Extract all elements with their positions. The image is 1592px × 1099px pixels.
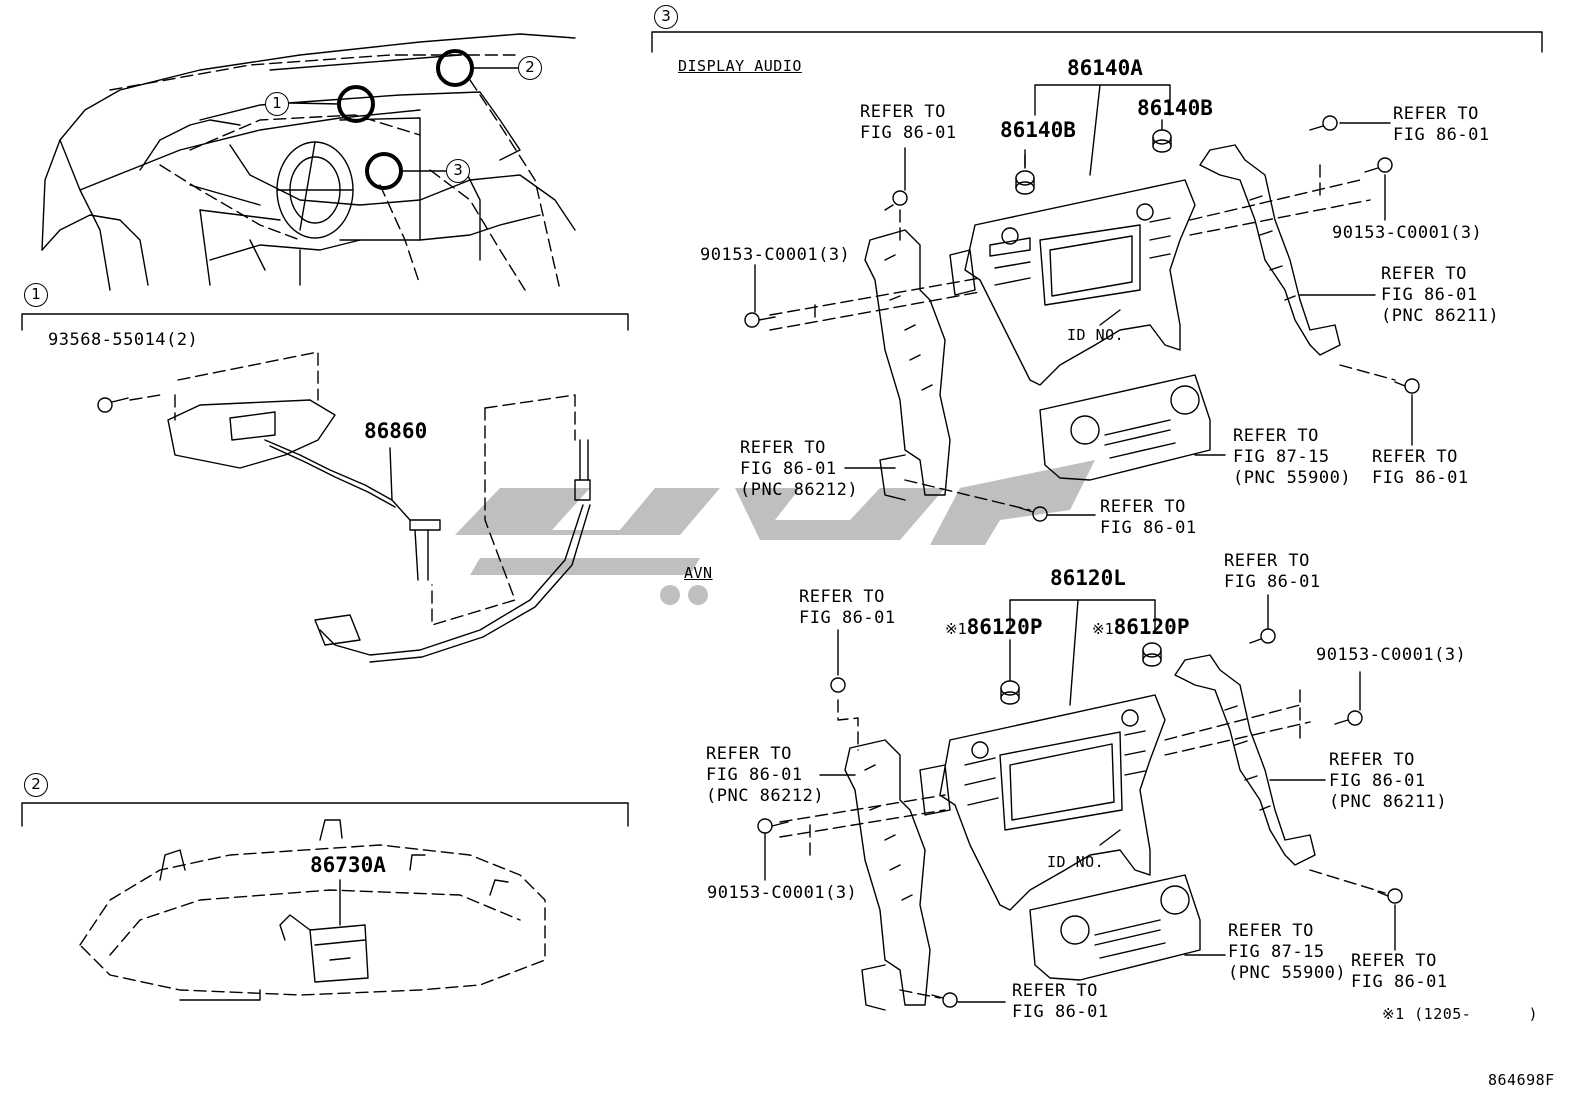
da-refer-screw-bottom: REFER TO FIG 86-01: [1100, 497, 1197, 538]
part-label-86860: 86860: [364, 419, 428, 443]
part-label-86730a: 86730A: [310, 853, 386, 877]
da-refer-bracket-left: REFER TO FIG 86-01 (PNC 86212): [740, 438, 859, 500]
callout-1: 1: [265, 92, 289, 116]
da-refer-climate: REFER TO FIG 87-15 (PNC 55900): [1233, 426, 1352, 488]
section2-frame: [21, 802, 629, 827]
avn-footnote: ※1 (1205- ): [1382, 1005, 1539, 1023]
avn-refer-screw-bottom-right: REFER TO FIG 86-01: [1351, 951, 1448, 992]
avn-refer-bracket-left: REFER TO FIG 86-01 (PNC 86212): [706, 744, 825, 806]
section1-marker: 1: [24, 283, 48, 307]
avn-refer-bracket-right: REFER TO FIG 86-01 (PNC 86211): [1329, 750, 1448, 812]
da-refer-bracket-right: REFER TO FIG 86-01 (PNC 86211): [1381, 264, 1500, 326]
section3-marker: 3: [654, 5, 678, 29]
section1-drawing: [97, 351, 591, 663]
section3-frame: [651, 31, 1543, 53]
section2-drawing: [79, 819, 546, 1001]
part-label-86140a: 86140A: [1067, 56, 1143, 80]
diagram-code: 864698F: [1488, 1071, 1555, 1089]
display-audio-heading: DISPLAY AUDIO: [678, 57, 802, 75]
part-label-86120p-left: ※186120P: [945, 615, 1043, 639]
part-label-86120l: 86120L: [1050, 566, 1126, 590]
da-id-no: ID NO.: [1067, 326, 1125, 344]
overview-interior-drawing: [41, 33, 576, 291]
part-label-86140b-right: 86140B: [1137, 96, 1213, 120]
avn-id-no: ID NO.: [1047, 853, 1105, 871]
da-refer-screw-bottom-right: REFER TO FIG 86-01: [1372, 447, 1469, 488]
da-screw-left: 90153-C0001(3): [700, 245, 851, 265]
avn-refer-screw-top-left: REFER TO FIG 86-01: [799, 587, 896, 628]
da-refer-screw-left: REFER TO FIG 86-01: [860, 102, 957, 143]
section2-marker: 2: [24, 773, 48, 797]
avn-screw-right: 90153-C0001(3): [1316, 645, 1467, 665]
section1-frame: [21, 313, 629, 331]
avn-refer-screw-bottom: REFER TO FIG 86-01: [1012, 981, 1109, 1022]
avn-screw-left: 90153-C0001(3): [707, 883, 858, 903]
avn-refer-climate: REFER TO FIG 87-15 (PNC 55900): [1228, 921, 1347, 983]
avn-refer-screw-top-right: REFER TO FIG 86-01: [1224, 551, 1321, 592]
callout-3: 3: [446, 159, 470, 183]
screw-label-93568: 93568-55014(2): [48, 330, 199, 350]
avn-heading: AVN: [684, 564, 713, 582]
watermark-logo: [455, 460, 1095, 605]
part-label-86120p-right: ※186120P: [1092, 615, 1190, 639]
avn-drawing: [757, 594, 1403, 1011]
part-label-86140b-left: 86140B: [1000, 118, 1076, 142]
callout-2: 2: [518, 56, 542, 80]
display-audio-drawing: [744, 84, 1420, 522]
da-screw-right: 90153-C0001(3): [1332, 223, 1483, 243]
da-refer-screw-top-right: REFER TO FIG 86-01: [1393, 104, 1490, 145]
